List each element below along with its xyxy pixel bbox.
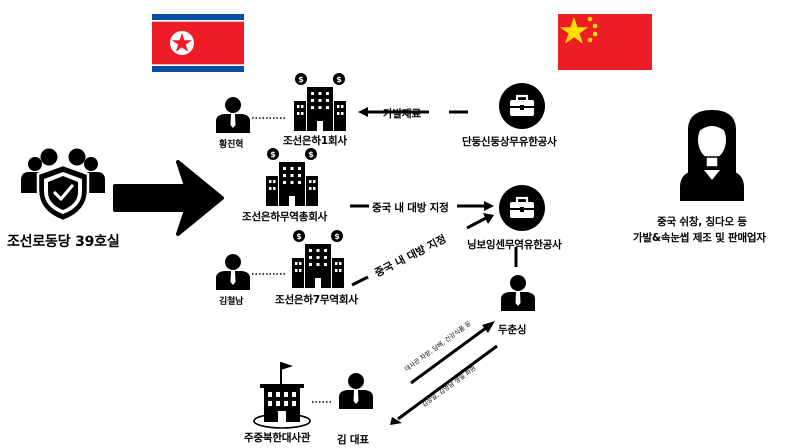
node-label-factory-line2: 가발&속눈썹 제조 및 판매업자: [633, 232, 766, 244]
person-icon: [216, 254, 250, 290]
node-label-embassy: 주중북한대사관: [244, 432, 311, 444]
edge-label-designate-1: 중국 내 대방 지정: [372, 202, 449, 214]
node-label-dandong: 단둥신둥상무유한공사: [462, 136, 557, 148]
node-label-room39: 조선로동당 39호실: [7, 234, 120, 250]
node-label-bank-general: 조선은하무역총회사: [242, 211, 328, 223]
briefcase-icon: [497, 183, 547, 233]
bank-icon: [292, 230, 344, 288]
node-label-bank1: 조선은하1회사: [283, 135, 347, 147]
person-icon: [501, 275, 535, 311]
china-flag: [558, 14, 652, 70]
big-arrow: [113, 160, 224, 236]
bank-icon: [266, 148, 318, 206]
woman-icon: [680, 110, 744, 201]
briefcase-icon: [497, 81, 547, 131]
node-label-factory-line1: 중국 쉬창, 칭다오 등: [657, 216, 747, 228]
shield-people-icon: [21, 148, 105, 223]
edge-label-materials: 가발재료: [383, 108, 421, 120]
north-korea-flag: [152, 14, 244, 72]
edge-label-designate-2: 중국 내 대방 지정: [372, 232, 448, 279]
node-label-hwang: 황진혁: [219, 140, 244, 150]
person-icon: [216, 97, 250, 133]
node-label-kim-cn: 김철남: [219, 297, 244, 307]
bank-icon: [294, 73, 346, 131]
embassy-building-icon: [253, 362, 311, 429]
person-icon: [339, 373, 373, 409]
node-label-kim-rep: 김 대표: [337, 434, 369, 446]
node-label-ningbo: 닝보잉센무역유한공사: [467, 239, 562, 251]
node-label-du: 두춘싱: [498, 324, 527, 336]
connectors: [252, 107, 518, 425]
node-label-bank7: 조선은하7무역회사: [275, 294, 358, 306]
